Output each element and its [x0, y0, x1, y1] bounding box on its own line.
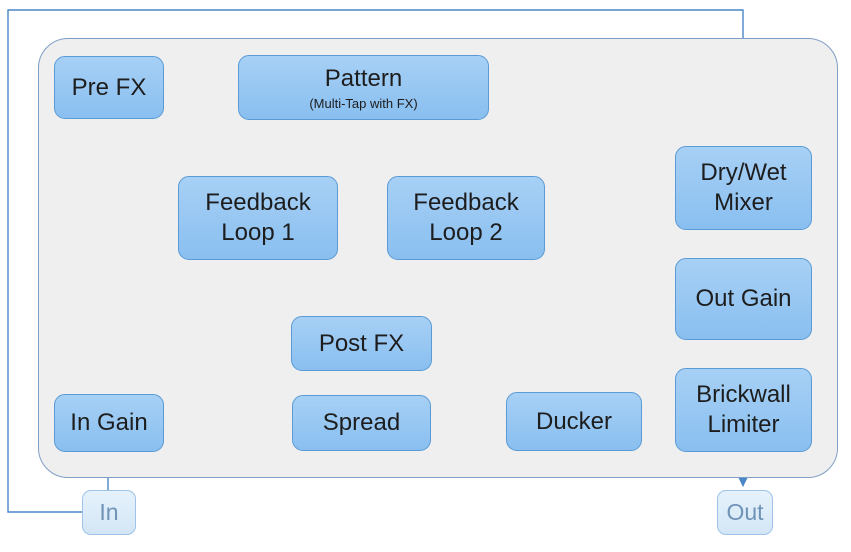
brickwall-line1: Brickwall	[696, 381, 791, 408]
spread-block[interactable]: Spread	[292, 395, 431, 451]
out-gain-label: Out Gain	[695, 285, 792, 312]
dry-wet-line1: Dry/Wet	[700, 159, 787, 186]
ducker-label: Ducker	[535, 407, 613, 435]
pattern-sublabel: (Multi-Tap with FX)	[309, 95, 418, 111]
feedback-loop-1-line2: Loop 1	[221, 219, 295, 246]
feedback-loop-1-line1: Feedback	[205, 189, 311, 216]
input-port-label: In	[99, 499, 119, 525]
feedback-loop-1-block[interactable]: Feedback Loop 1	[178, 176, 338, 260]
output-port-label: Out	[726, 499, 764, 525]
feedback-loop-2-block[interactable]: Feedback Loop 2	[387, 176, 545, 260]
pre-fx-label: Pre FX	[71, 73, 147, 101]
feedback-loop-2-line2: Loop 2	[429, 219, 503, 246]
in-gain-label: In Gain	[70, 409, 148, 436]
post-fx-label: Post FX	[318, 329, 405, 357]
dry-wet-mixer-block[interactable]: Dry/Wet Mixer	[675, 146, 812, 230]
brickwall-line2: Limiter	[707, 411, 780, 438]
pattern-block[interactable]: Pattern (Multi-Tap with FX)	[238, 55, 489, 120]
pattern-label: Pattern	[324, 64, 403, 92]
out-gain-block[interactable]: Out Gain	[675, 258, 812, 340]
brickwall-limiter-block[interactable]: Brickwall Limiter	[675, 368, 812, 452]
spread-label: Spread	[322, 409, 401, 436]
dry-wet-line2: Mixer	[714, 189, 773, 216]
post-fx-block[interactable]: Post FX	[291, 316, 432, 371]
output-port[interactable]: Out	[717, 490, 773, 535]
ducker-block[interactable]: Ducker	[506, 392, 642, 451]
in-gain-block[interactable]: In Gain	[54, 394, 164, 452]
input-port[interactable]: In	[82, 490, 136, 535]
feedback-loop-2-line1: Feedback	[413, 189, 519, 216]
pre-fx-block[interactable]: Pre FX	[54, 56, 164, 119]
